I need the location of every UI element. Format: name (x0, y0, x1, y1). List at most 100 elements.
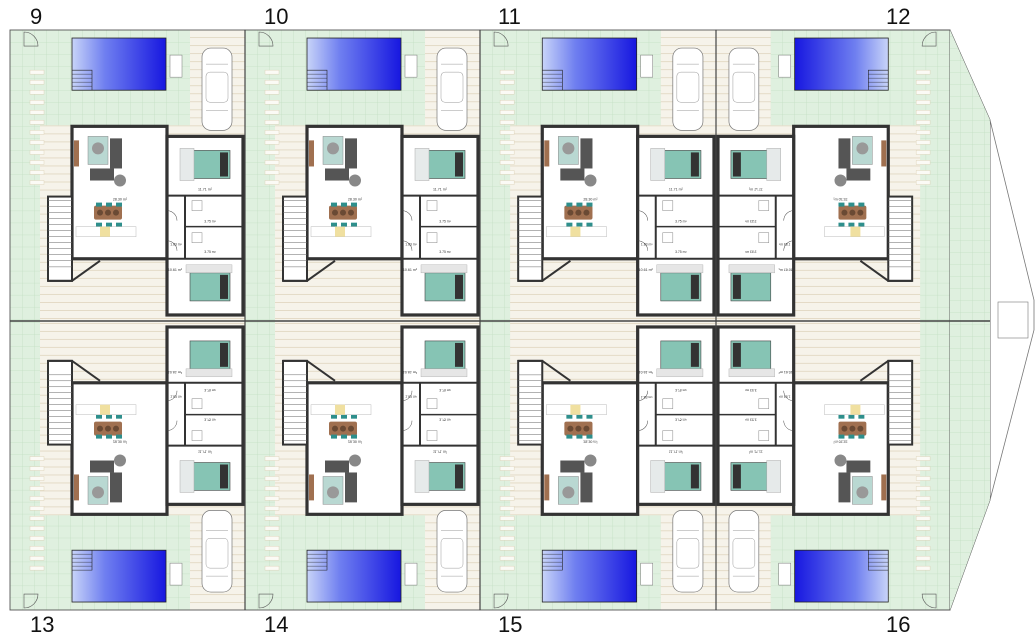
bath-fixture (662, 200, 674, 211)
area-label-bedroom: 10.61 m² (403, 370, 418, 374)
area-label-bedroom: 10.61 m² (639, 268, 654, 272)
stepping-stone (264, 466, 280, 471)
kitchen-hob (335, 226, 345, 237)
bath-fixture (758, 232, 770, 243)
stepping-stone (264, 180, 280, 185)
bed-icon (650, 148, 702, 181)
area-label-hall: 1.83 m² (778, 243, 790, 247)
area-label-bedroom: 11.71 m² (198, 450, 213, 454)
pool-equipment (640, 54, 653, 78)
lot-number-13: 13 (30, 612, 55, 637)
lot-number-11: 11 (498, 4, 521, 29)
door-icon (401, 390, 413, 401)
area-label-bath: 3.75 m² (675, 220, 687, 224)
stair-icon (47, 195, 101, 282)
door-icon (637, 210, 648, 221)
dining-table-icon (838, 202, 867, 227)
area-label-bedroom: 11.71 m² (198, 188, 213, 192)
garden-lawn-side (480, 321, 511, 610)
car-icon (201, 47, 233, 131)
stepping-stone (915, 476, 931, 481)
stepping-stone (264, 546, 280, 551)
pool-equipment (640, 562, 653, 586)
bath-fixture (662, 398, 674, 409)
pool-icon (794, 549, 889, 603)
stepping-stone (29, 456, 45, 461)
sofa-icon (74, 454, 126, 505)
door-icon (166, 240, 178, 251)
bath-fixture (758, 430, 770, 441)
sofa-icon (544, 136, 597, 187)
stepping-stone (915, 506, 931, 511)
area-label-bedroom: 11.71 m² (433, 450, 448, 454)
pool-icon (794, 37, 889, 91)
stair-icon (47, 359, 101, 446)
kitchen-hob (335, 404, 345, 415)
bed-icon (179, 460, 231, 493)
kitchen-hob (100, 226, 110, 237)
stepping-stone (499, 100, 515, 105)
area-label-bedroom: 10.61 m² (778, 268, 793, 272)
stepping-stone (499, 565, 515, 571)
door-icon (493, 593, 509, 609)
garden-lawn-side (10, 321, 40, 610)
area-label-bedroom: 10.61 m² (639, 370, 654, 374)
door-icon (637, 390, 648, 401)
stepping-stone (915, 140, 931, 145)
house (47, 325, 245, 516)
bed-icon (650, 460, 702, 493)
stepping-stone (29, 496, 45, 501)
lot-number-9: 9 (30, 4, 43, 29)
stepping-stone (499, 546, 515, 551)
bath-fixture (191, 398, 203, 409)
dining-table-icon (564, 202, 593, 227)
stepping-stone (915, 100, 931, 105)
pool-equipment (778, 562, 791, 586)
stepping-stone (499, 79, 515, 85)
dining-table-icon (94, 414, 122, 439)
stepping-stone (915, 546, 931, 551)
stepping-stone (264, 130, 280, 135)
sofa-icon (309, 136, 361, 187)
stepping-stone (29, 150, 45, 155)
dining-table-icon (329, 414, 357, 439)
pool-icon (306, 549, 402, 603)
stepping-stone (499, 170, 515, 175)
stepping-stone (264, 100, 280, 105)
bed-icon (185, 340, 233, 378)
car-icon (728, 509, 760, 593)
area-label-bath: 3.75 m² (675, 418, 687, 422)
stepping-stone (499, 536, 515, 541)
house (282, 124, 480, 317)
stepping-stone (499, 110, 515, 115)
stepping-stone (29, 516, 45, 521)
bath-fixture (426, 200, 438, 211)
stepping-stone (264, 506, 280, 511)
garden-lawn-side (480, 30, 511, 321)
door-icon (23, 31, 39, 47)
lot-number-16: 16 (886, 612, 911, 637)
area-label-bath: 3.53 m² (744, 388, 756, 392)
door-icon (166, 390, 178, 401)
sofa-icon (544, 454, 597, 505)
area-label-bedroom: 11.71 m² (669, 188, 684, 192)
stepping-stone (264, 476, 280, 481)
stepping-stone (29, 565, 45, 571)
stepping-stone (915, 180, 931, 185)
stepping-stone (915, 466, 931, 471)
stepping-stone (499, 516, 515, 521)
stair-icon (517, 195, 571, 282)
area-label-bath: 3.75 m² (439, 220, 451, 224)
bed-icon (728, 264, 775, 302)
plot-boundary (989, 119, 1035, 501)
area-label-hall: 1.83 m² (170, 395, 182, 399)
area-label-living: 32.20 m² (833, 440, 848, 444)
door-icon (783, 240, 794, 251)
stepping-stone (915, 565, 931, 571)
car-icon (436, 509, 468, 593)
area-label-hall: 1.83 m² (778, 395, 790, 399)
stepping-stone (915, 486, 931, 491)
stepping-stone (499, 140, 515, 145)
